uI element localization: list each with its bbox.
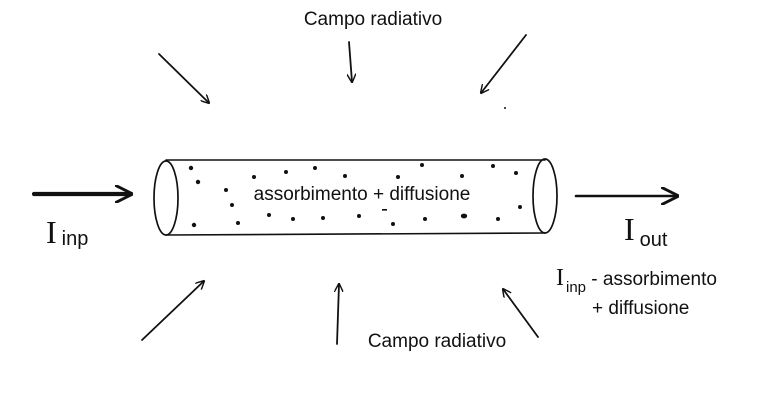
medium-tube	[153, 158, 558, 236]
tube-label: assorbimento + diffusione	[254, 184, 471, 205]
input-subscript: inp	[62, 228, 89, 250]
formula-text-line1: - assorbimento	[586, 269, 717, 290]
arrow-top-center	[349, 41, 352, 82]
output-symbol: I	[624, 211, 635, 247]
arrow-bottom-right	[503, 289, 539, 338]
arrow-top-left	[158, 53, 209, 103]
stray-dot	[504, 107, 506, 109]
arrow-bottom-left	[141, 281, 204, 341]
formula-symbol: I	[556, 265, 564, 291]
arrow-bottom-center	[337, 284, 339, 345]
formula-subscript: inp	[566, 279, 586, 296]
output-subscript: out	[640, 229, 668, 251]
top-radiative-field-label: Campo radiativo	[304, 9, 442, 30]
output-formula-line2: + diffusione	[592, 298, 689, 319]
particles	[188, 163, 522, 228]
bottom-radiative-field-label: Campo radiativo	[368, 331, 506, 352]
input-symbol: I	[46, 214, 57, 250]
arrow-top-right	[481, 34, 527, 93]
